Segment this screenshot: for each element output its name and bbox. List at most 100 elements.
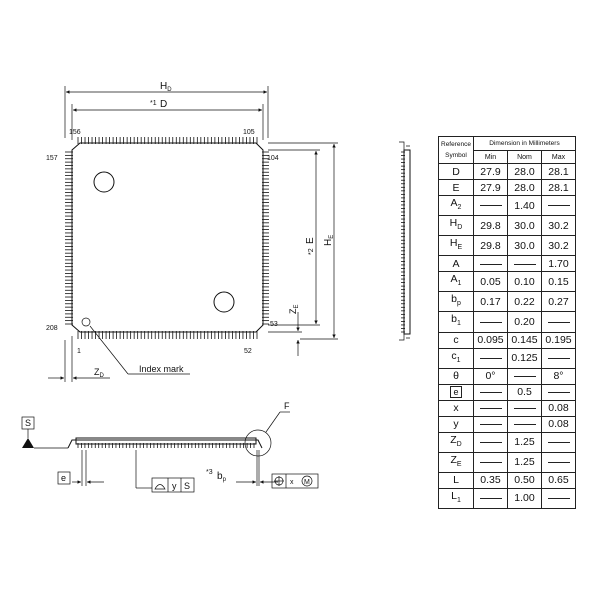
row-symbol: E bbox=[438, 179, 474, 196]
pitch-e-box bbox=[57, 471, 71, 485]
symbol-letter: A bbox=[450, 197, 458, 209]
symbol-subscript: 1 bbox=[456, 496, 461, 504]
dash-mark bbox=[513, 407, 536, 409]
cell-max: 0.195 bbox=[541, 331, 576, 349]
cell-min bbox=[473, 311, 508, 333]
cell-nom: 0.50 bbox=[507, 471, 542, 489]
dash-mark bbox=[547, 357, 570, 359]
dash-mark bbox=[479, 321, 502, 323]
dash-mark bbox=[479, 357, 502, 359]
cell-min: 0° bbox=[473, 367, 508, 385]
cell-min: 0.095 bbox=[473, 331, 508, 349]
cell-min bbox=[473, 347, 508, 369]
zd-label: ZD bbox=[94, 367, 105, 379]
cell-min: 27.9 bbox=[473, 163, 508, 180]
symbol-subscript: 1 bbox=[456, 320, 461, 328]
cell-max: 0.15 bbox=[541, 271, 576, 293]
pin-label-104: 104 bbox=[267, 155, 279, 162]
row-symbol: A bbox=[438, 255, 474, 273]
index-mark-label: Index mark bbox=[139, 364, 184, 374]
index-mark-leader bbox=[89, 325, 129, 375]
cell-min: 29.8 bbox=[473, 235, 508, 257]
cell-nom: 0.125 bbox=[507, 347, 542, 369]
symbol-letter: x bbox=[453, 402, 459, 415]
symbol-letter: A bbox=[450, 273, 458, 286]
package-body-outline bbox=[71, 142, 264, 333]
symbol-subscript: E bbox=[456, 460, 462, 468]
row-symbol: b1 bbox=[438, 311, 474, 333]
col-header-min: Min bbox=[473, 150, 508, 164]
cell-min: 27.9 bbox=[473, 179, 508, 196]
symbol-letter: e bbox=[450, 386, 462, 399]
col-header-max: Max bbox=[541, 150, 576, 164]
cell-max: 0.65 bbox=[541, 471, 576, 489]
cell-min bbox=[473, 255, 508, 273]
cell-nom bbox=[507, 255, 542, 273]
row-symbol: A2 bbox=[438, 194, 474, 217]
cell-max: 30.2 bbox=[541, 215, 576, 237]
cell-nom: 1.25 bbox=[507, 431, 542, 453]
row-symbol: ZD bbox=[438, 431, 474, 453]
pin-label-1: 1 bbox=[77, 348, 81, 355]
row-symbol: L bbox=[438, 471, 474, 489]
datum-s-triangle bbox=[22, 438, 34, 448]
max-material-label: M bbox=[304, 479, 310, 486]
side-right-body bbox=[403, 149, 411, 335]
ejector-mark-bottom-right bbox=[213, 291, 235, 313]
pin-label-157: 157 bbox=[46, 155, 58, 162]
cell-min: 29.8 bbox=[473, 215, 508, 237]
cell-nom: 30.0 bbox=[507, 215, 542, 237]
dash-mark bbox=[479, 462, 502, 464]
cell-nom: 0.145 bbox=[507, 331, 542, 349]
cell-max: 8° bbox=[541, 367, 576, 385]
dimension-table: Reference Symbol Dimension in Millimeter… bbox=[438, 136, 576, 509]
e-note: *2 bbox=[308, 248, 315, 255]
dimension-group-header: Dimension in Millimeters bbox=[473, 136, 576, 151]
cell-min bbox=[473, 399, 508, 417]
dash-mark bbox=[547, 441, 570, 443]
side-view-bottom: S F e y S *3 bp bbox=[21, 401, 319, 493]
index-mark-circle bbox=[81, 317, 91, 327]
d-note: *1 bbox=[150, 100, 157, 107]
symbol-subscript: p bbox=[456, 300, 461, 308]
coplanarity-y-label: y bbox=[172, 481, 177, 491]
pin-label-53: 53 bbox=[270, 321, 278, 328]
cell-max: 0.27 bbox=[541, 291, 576, 313]
cell-nom: 28.0 bbox=[507, 163, 542, 180]
leads-side-right bbox=[401, 151, 405, 333]
symbol-letter: L bbox=[451, 489, 457, 502]
symbol-letter: H bbox=[449, 217, 458, 230]
symbol-letter: A bbox=[452, 257, 460, 270]
detail-f-leader bbox=[265, 411, 281, 433]
cell-nom: 30.0 bbox=[507, 235, 542, 257]
dash-mark bbox=[513, 263, 536, 265]
dash-mark bbox=[547, 321, 570, 323]
cell-max: 28.1 bbox=[541, 179, 576, 196]
cell-nom bbox=[507, 415, 542, 433]
cell-max: 28.1 bbox=[541, 163, 576, 180]
symbol-letter: E bbox=[452, 181, 460, 194]
cell-max bbox=[541, 431, 576, 453]
cell-nom: 0.5 bbox=[507, 383, 542, 401]
dash-mark bbox=[513, 375, 536, 377]
cell-max bbox=[541, 487, 576, 509]
cell-nom: 1.25 bbox=[507, 451, 542, 473]
dash-mark bbox=[479, 498, 502, 500]
leads-side-bottom bbox=[77, 443, 255, 448]
row-symbol: x bbox=[438, 399, 474, 417]
ejector-mark-top-left bbox=[93, 171, 115, 193]
cell-min bbox=[473, 451, 508, 473]
reference-symbol-header: Reference Symbol bbox=[438, 136, 474, 164]
row-symbol: A1 bbox=[438, 271, 474, 293]
cell-min bbox=[473, 415, 508, 433]
cell-nom bbox=[507, 367, 542, 385]
symbol-letter: b bbox=[451, 293, 457, 306]
top-view: Index mark 156 105 157 104 208 53 1 52 H… bbox=[46, 81, 338, 382]
flatness-icon bbox=[154, 484, 166, 490]
